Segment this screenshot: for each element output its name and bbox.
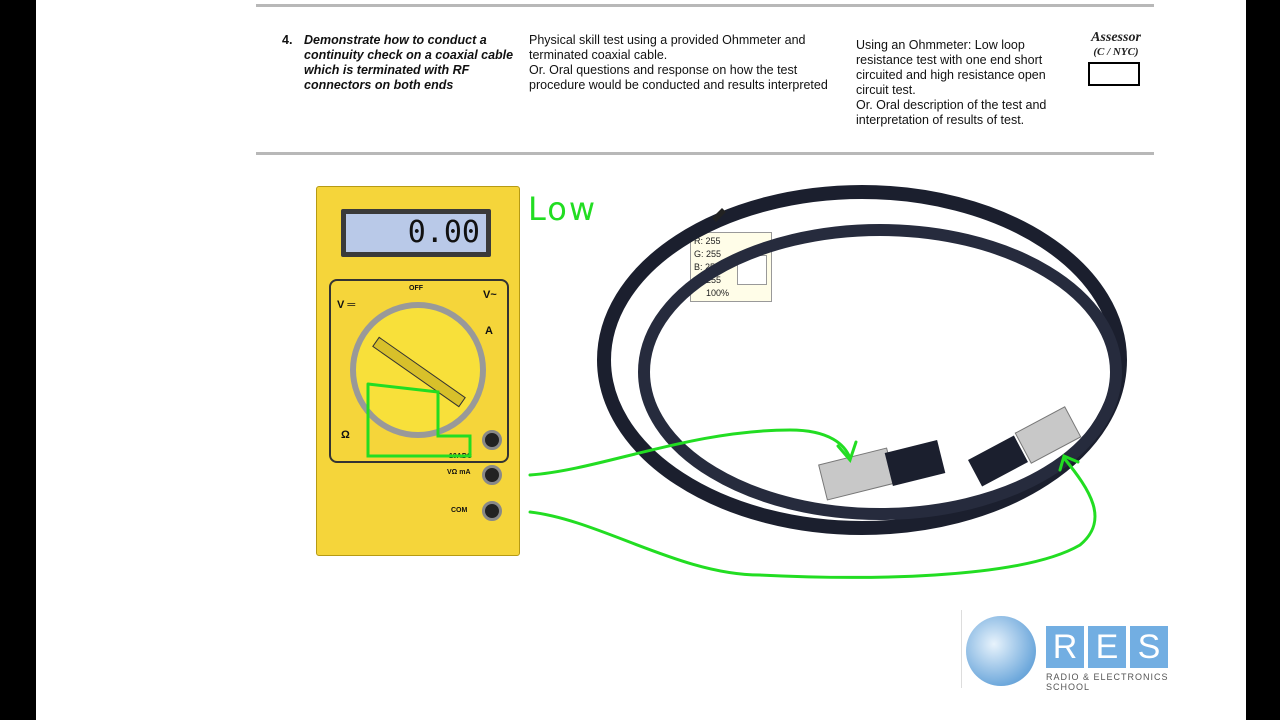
label-amps: A xyxy=(485,325,493,337)
top-rule xyxy=(256,4,1154,7)
probe-leads xyxy=(366,382,1097,579)
lead-red-arrow xyxy=(836,440,858,463)
bottom-rule xyxy=(256,152,1154,155)
rotary-dial[interactable] xyxy=(350,302,486,438)
lead-red-path xyxy=(528,428,852,477)
document-page: 4. Demonstrate how to conduct a continui… xyxy=(36,0,1246,720)
cp-red: R: 255 xyxy=(694,236,721,246)
connector-right-sleeve xyxy=(968,435,1028,487)
task-outcome-text: Demonstrate how to conduct a continuity … xyxy=(304,33,514,92)
eyedropper-cursor-shape xyxy=(712,208,726,222)
coaxial-cable xyxy=(597,185,1127,535)
logo-letter-s: S xyxy=(1130,626,1168,668)
satellite-dish-icon xyxy=(966,616,1036,686)
task-criteria: Using an Ohmmeter: Low loop resistance t… xyxy=(856,38,1066,128)
task-method-text: Physical skill test using a provided Ohm… xyxy=(529,33,806,62)
assessor-sub: (C / NYC) xyxy=(1093,46,1139,58)
task-number: 4. xyxy=(282,33,293,47)
task-method-alt: Or. Oral questions and response on how t… xyxy=(529,63,828,92)
assessor-label: Assessor xyxy=(1091,30,1141,45)
res-logo: R E S RADIO & ELECTRONICS SCHOOL xyxy=(961,610,1208,692)
jack-v-ohm-ma[interactable] xyxy=(482,465,502,485)
logo-letter-e: E xyxy=(1088,626,1126,668)
lead-black-path xyxy=(528,456,1097,579)
lead-black-arrow xyxy=(1058,453,1080,472)
label-off: OFF xyxy=(409,285,423,292)
task-criteria-text: Using an Ohmmeter: Low loop resistance t… xyxy=(856,38,1046,97)
connector-right-body xyxy=(1014,406,1082,464)
ohm-range-highlight xyxy=(366,382,472,458)
label-com: COM xyxy=(451,507,468,514)
assessor-heading: Assessor (C / NYC) xyxy=(1084,30,1148,58)
task-outcome: 4. Demonstrate how to conduct a continui… xyxy=(282,33,524,93)
cp-zoom: 100% xyxy=(706,288,730,298)
meter-reading: 0.00 xyxy=(346,214,486,252)
task-criteria-alt: Or. Oral description of the test and int… xyxy=(856,98,1047,127)
meter-display: 0.00 xyxy=(341,209,491,257)
jack-com[interactable] xyxy=(482,501,502,521)
cp-swatch xyxy=(737,255,767,285)
cp-green: G: 255 xyxy=(694,249,722,259)
rf-connector-left xyxy=(818,439,946,501)
eyedropper-cursor-icon xyxy=(712,208,726,222)
connector-left-sleeve xyxy=(884,439,946,487)
label-vma: VΩ mA xyxy=(447,469,471,476)
logo-letter-r: R xyxy=(1046,626,1084,668)
label-v-ac: V~ xyxy=(483,289,497,301)
task-method: Physical skill test using a provided Ohm… xyxy=(529,33,829,93)
connector-left-body xyxy=(818,447,896,501)
assessor-checkbox[interactable] xyxy=(1088,62,1140,86)
multimeter: 0.00 V ═ V~ OFF A Ω 10ADC VΩ mA COM xyxy=(316,186,520,556)
logo-tagline: RADIO & ELECTRONICS SCHOOL xyxy=(1046,672,1169,692)
cable-loop-inner xyxy=(638,224,1122,520)
cp-blue: B: 255 xyxy=(694,262,721,272)
annotation-low: Low xyxy=(528,190,598,228)
jack-10a[interactable] xyxy=(482,430,502,450)
label-v-dc: V ═ xyxy=(337,299,356,311)
label-ohm: Ω xyxy=(341,429,350,441)
rf-connector-right xyxy=(968,406,1082,487)
